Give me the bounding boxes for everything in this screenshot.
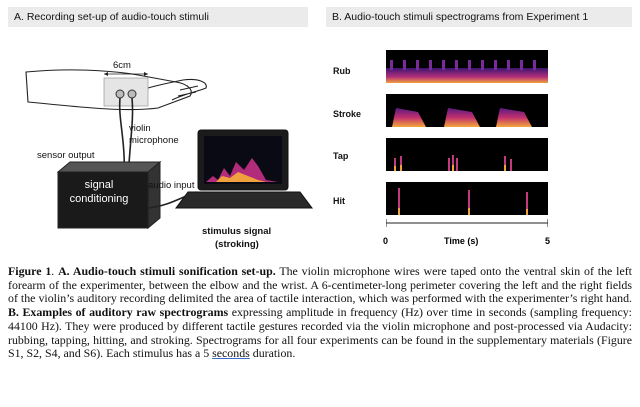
caption-text-b: expressing amplitude in frequency (Hz) o…: [8, 305, 632, 361]
microphone-sensor: [115, 89, 125, 99]
spectrogram-tap: [386, 138, 548, 171]
figure-label: Figure 1: [8, 264, 52, 278]
stimulus-signal-label: stimulus signal: [202, 226, 272, 237]
mic-label: violin microphone: [129, 123, 179, 146]
laptop-spectrogram: [206, 158, 278, 182]
audio-input-label: audio input: [148, 180, 195, 191]
caption-title-b: B. Examples of auditory raw spectrograms: [8, 305, 229, 320]
spec-row-label: Rub: [333, 66, 351, 76]
panel-b-header: B. Audio-touch stimuli spectrograms from…: [326, 7, 632, 27]
stimulus-signal-sublabel: (stroking): [215, 239, 259, 250]
experimenter-hand: [147, 78, 207, 101]
microphone-sensor: [127, 89, 137, 99]
figure-caption: Figure 1. A. Audio-touch stimuli sonific…: [8, 264, 632, 361]
axis-title: Time (s): [444, 236, 479, 246]
spectrogram-stroke: [386, 94, 548, 127]
seconds-link[interactable]: seconds: [212, 346, 250, 361]
time-axis: [386, 219, 548, 227]
spectrogram-hit: [386, 182, 548, 215]
forearm-outline: [25, 69, 192, 111]
sensor-output-label: sensor output: [37, 150, 95, 161]
spec-row-label: Tap: [333, 151, 349, 161]
spec-row-label: Stroke: [333, 109, 362, 119]
spectrogram-rub: [386, 50, 548, 83]
recording-setup-illustration: [25, 69, 313, 230]
axis-end-label: 5: [545, 236, 551, 246]
axis-start-label: 0: [383, 236, 389, 246]
signal-conditioning-box: [56, 161, 162, 173]
caption-title-a: A. Audio-touch stimuli sonification set-…: [58, 264, 276, 278]
caption-text-a: The violin microphone wires were taped o…: [8, 264, 632, 306]
tape-area: [103, 77, 149, 107]
panel-a-header: A. Recording set-up of audio-touch stimu…: [8, 7, 308, 27]
laptop-base: [175, 191, 313, 209]
caption-end: duration.: [249, 346, 296, 361]
distance-label: 6cm: [113, 60, 131, 71]
spec-row-label: Hit: [333, 196, 345, 206]
signal-conditioning-label: signal conditioning: [69, 179, 129, 205]
